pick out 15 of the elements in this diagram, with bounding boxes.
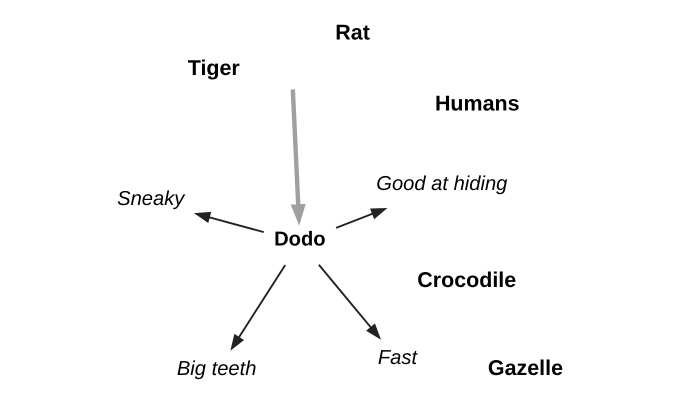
label: Gazelle xyxy=(487,356,563,380)
node-text: Sneaky xyxy=(116,188,184,210)
arrow xyxy=(318,264,381,340)
label: Humans xyxy=(434,91,520,116)
arrow xyxy=(193,212,264,234)
node-text: Fast xyxy=(377,346,417,369)
arrow xyxy=(230,264,286,351)
arrow xyxy=(335,208,387,229)
node-text: Dodo xyxy=(274,228,326,251)
node-text: Big teeth xyxy=(176,358,256,380)
arrow xyxy=(290,89,306,226)
label: Tiger xyxy=(187,56,240,80)
label: Crocodile xyxy=(416,268,516,292)
node-text: Good at hiding xyxy=(376,172,507,195)
label: Rat xyxy=(334,20,370,45)
